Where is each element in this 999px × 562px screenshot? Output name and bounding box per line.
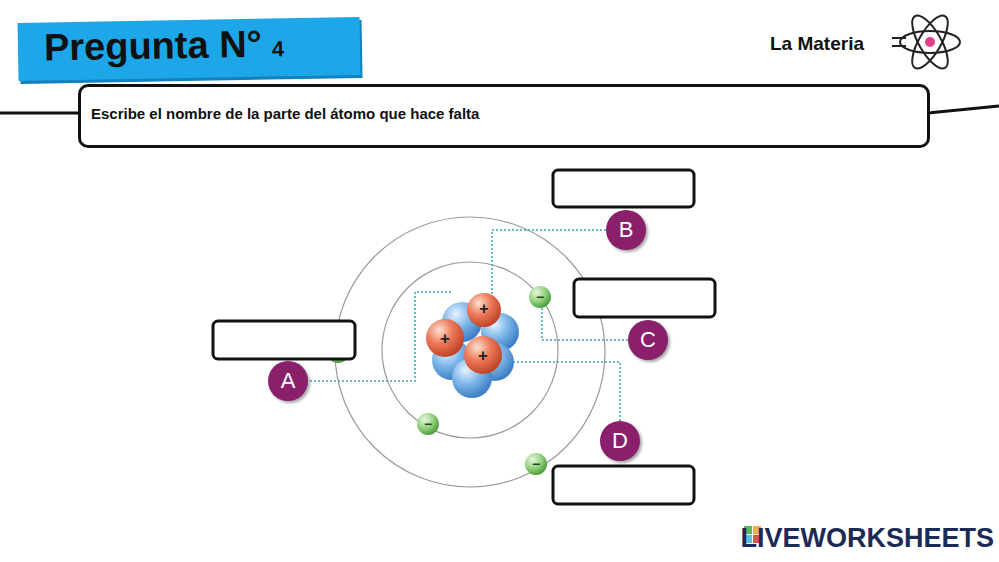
title-number: 4 — [272, 36, 285, 62]
callout-letter-text: A — [281, 368, 296, 394]
proton-sign: + — [478, 347, 488, 364]
proton-sign: + — [440, 330, 450, 347]
header-label: La Materia — [770, 34, 864, 53]
instruction-text: Escribe el nombre de la parte del átomo … — [91, 105, 479, 122]
electron-sign: − — [536, 290, 544, 304]
title-banner: Pregunta N° 4 — [18, 17, 361, 81]
electron-sign: − — [532, 457, 540, 471]
title-text: Pregunta N° — [44, 23, 263, 70]
callout-letter: D — [600, 421, 640, 461]
electron-sign: − — [424, 417, 432, 431]
callout-letter: A — [268, 361, 308, 401]
callout-letter: C — [628, 320, 668, 360]
instruction-box: Escribe el nombre de la parte del átomo … — [78, 84, 930, 148]
proton-sign: + — [479, 301, 488, 317]
callout-letter-text: D — [612, 428, 628, 454]
callout-letter-text: B — [619, 217, 634, 243]
callout-letter: B — [606, 210, 646, 250]
watermark: LIVEWORKSHEETS — [740, 525, 994, 552]
callout-letter-text: C — [640, 327, 656, 353]
